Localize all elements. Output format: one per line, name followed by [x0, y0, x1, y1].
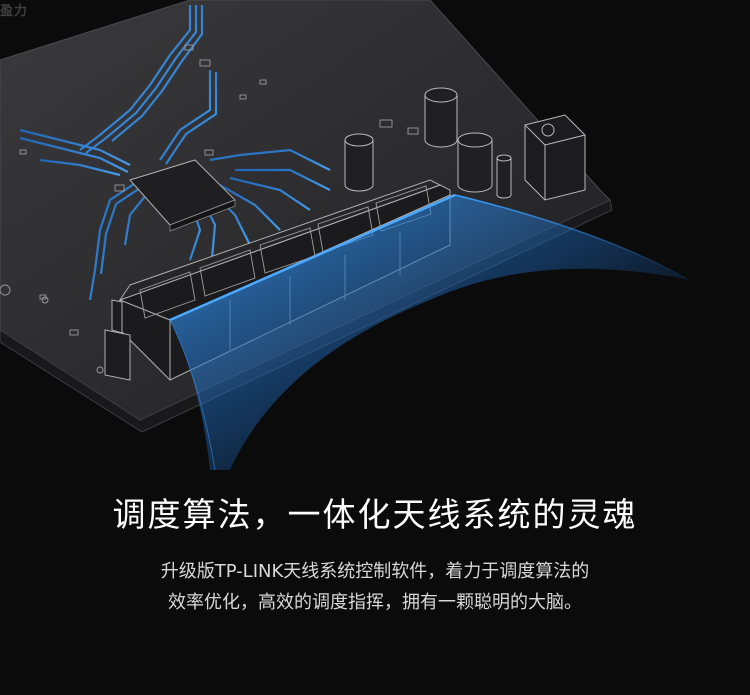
description: 升级版TP-LINK天线系统控制软件，着力于调度算法的 效率优化，高效的调度指挥…: [0, 556, 750, 618]
page-title: 调度算法，一体化天线系统的灵魂: [112, 495, 638, 534]
circuit-board-illustration: [0, 0, 691, 470]
description-line-2: 效率优化，高效的调度指挥，拥有一颗聪明的大脑。: [168, 592, 582, 613]
watermark: 盈力: [0, 4, 29, 19]
description-line-1: 升级版TP-LINK天线系统控制软件，着力于调度算法的: [160, 561, 590, 582]
standoff-post: [104, 299, 131, 381]
capacitors: [344, 87, 512, 199]
processor-chip: [129, 159, 236, 232]
power-jack: [524, 114, 586, 201]
